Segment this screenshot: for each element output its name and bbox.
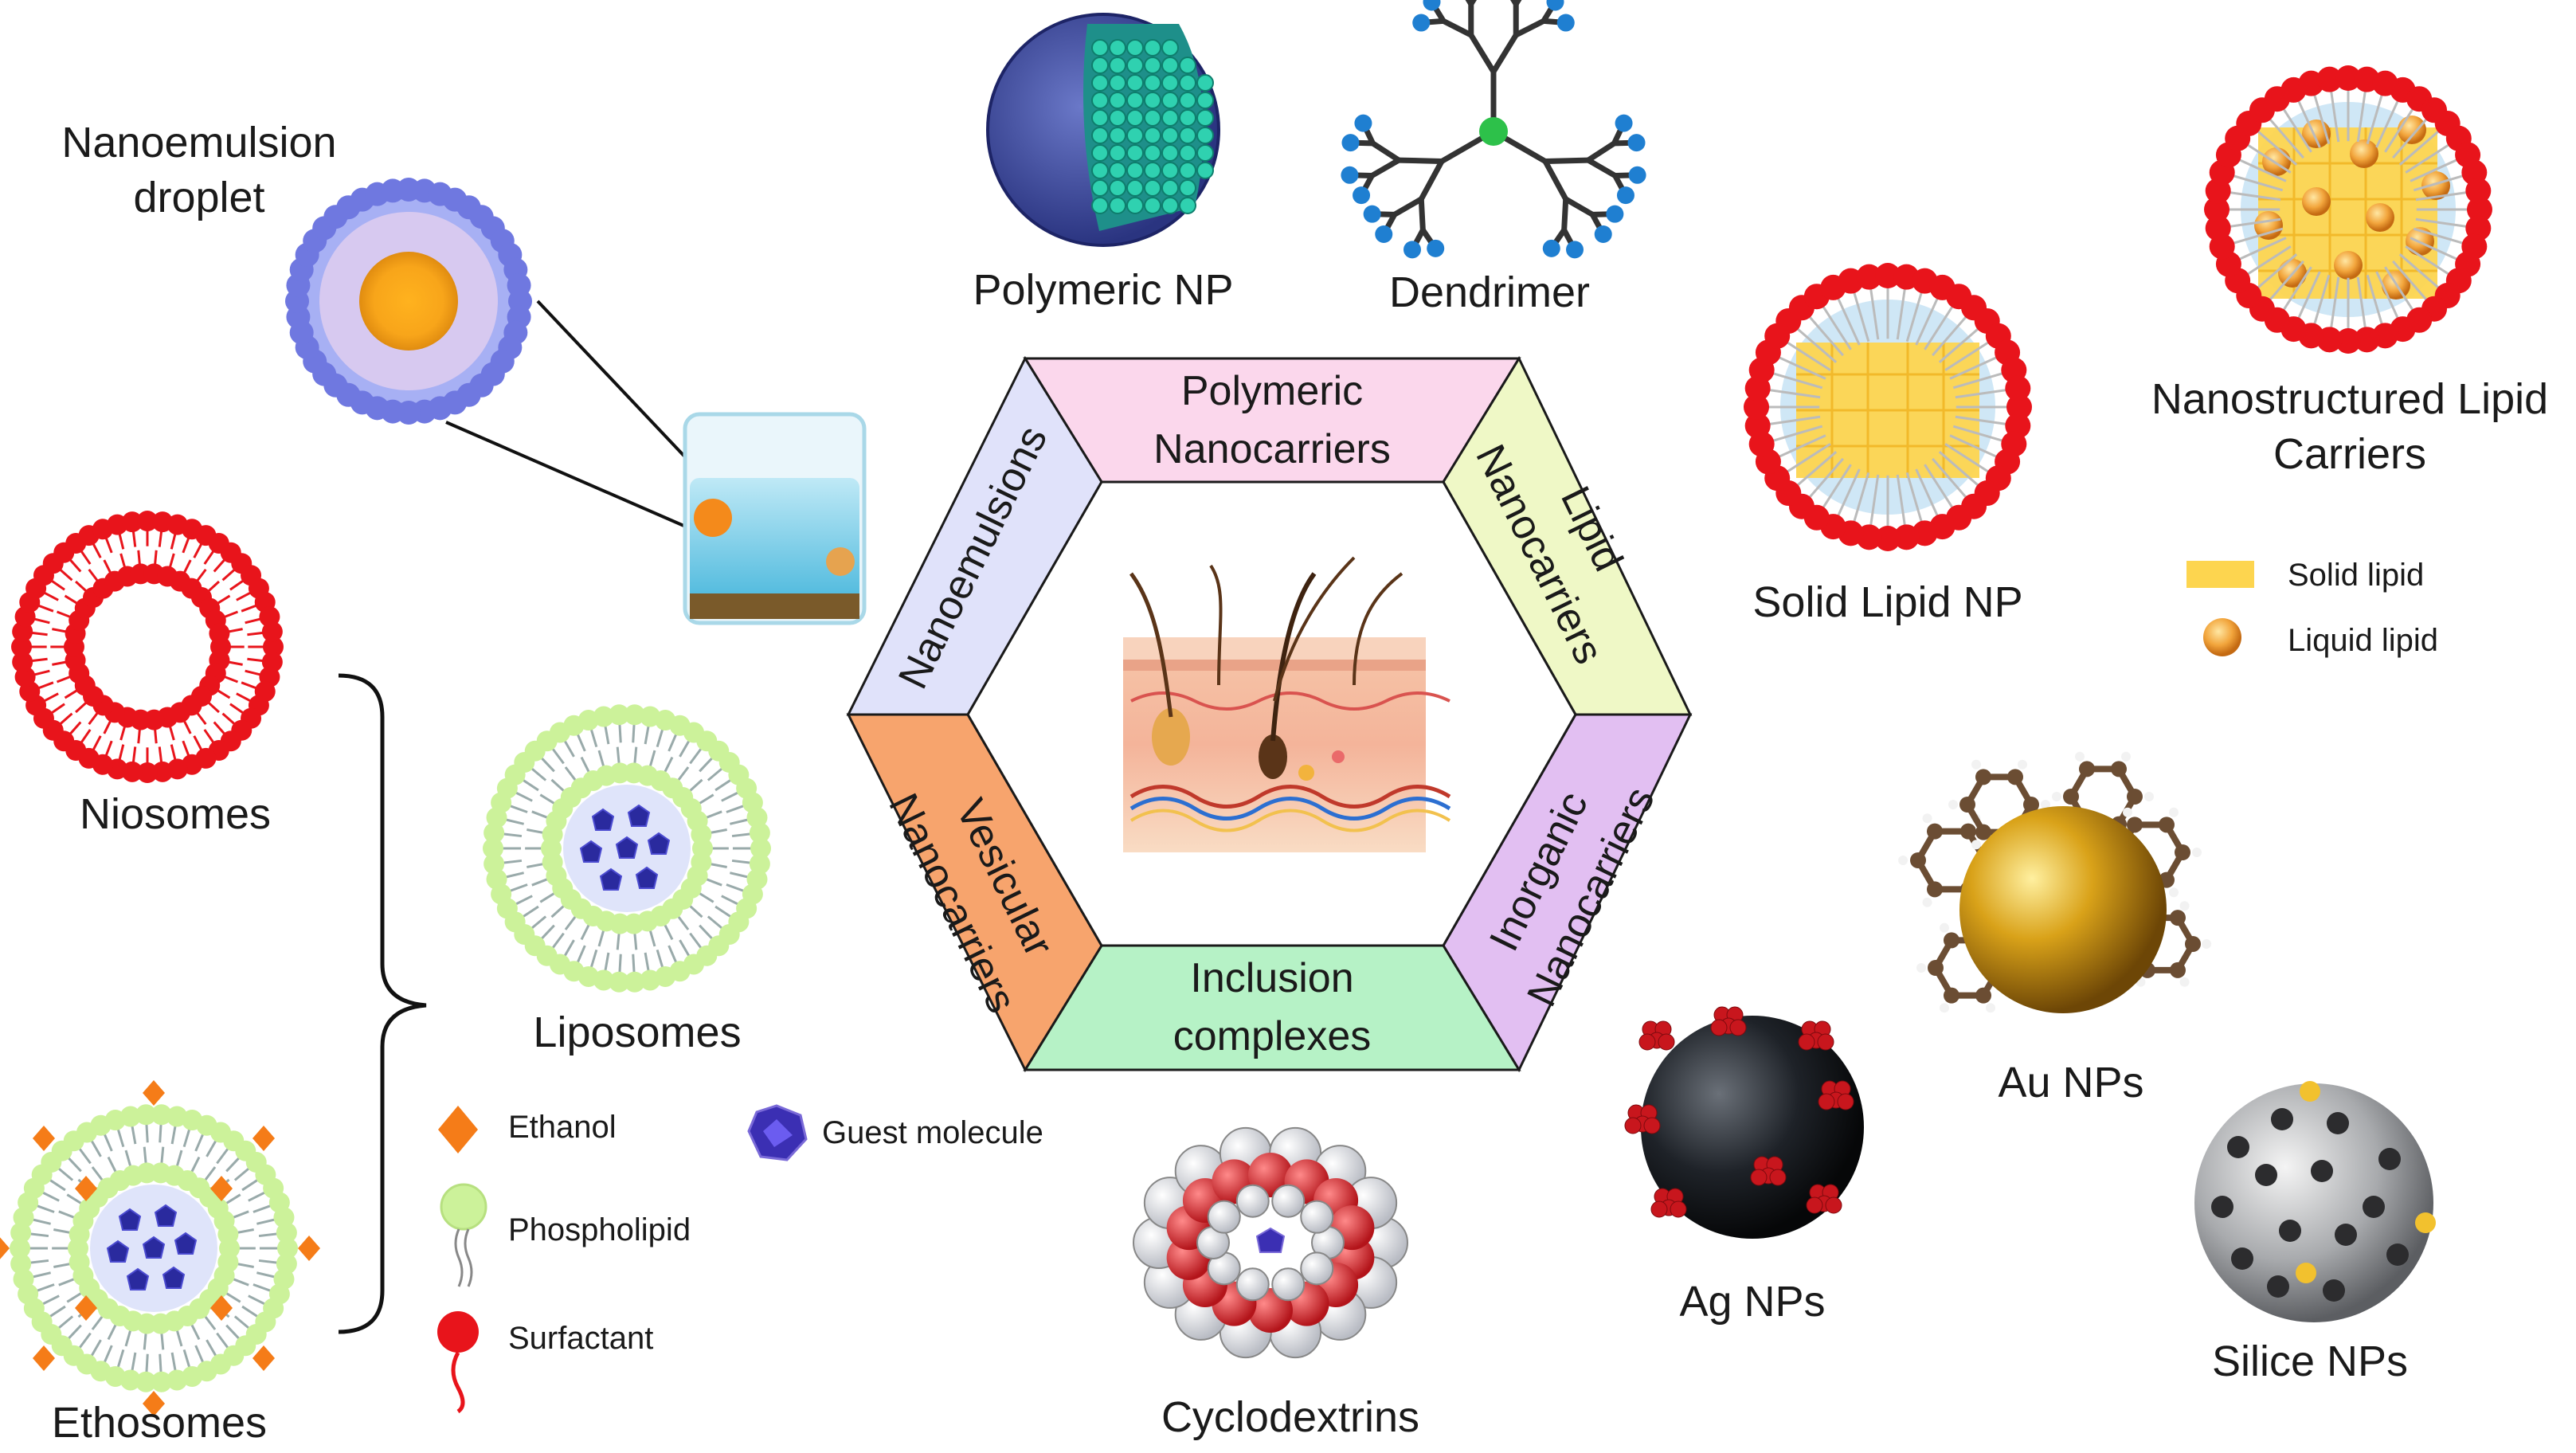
surfactant-legend-icon xyxy=(437,1311,479,1414)
liquid-lipid-legend-label: Liquid lipid xyxy=(2288,623,2439,658)
cyclodextrin-icon xyxy=(1133,1126,1408,1359)
silice-nps-label: Silice NPs xyxy=(2211,1337,2409,1385)
nlc-label-line1: Nanostructured Lipid xyxy=(2151,375,2549,423)
skin-cross-section-icon xyxy=(1123,556,1451,852)
nlc-label: Nanostructured Lipid Carriers xyxy=(2087,372,2576,482)
liposome-icon xyxy=(483,704,771,993)
au-nps-label: Au NPs xyxy=(1998,1059,2144,1106)
ag-nps-label: Ag NPs xyxy=(1679,1278,1826,1326)
ethanol-legend-label: Ethanol xyxy=(508,1110,617,1145)
segment-polymeric-line2: Nanocarriers xyxy=(1153,426,1391,472)
nanoemulsion-label-line2: droplet xyxy=(133,174,265,222)
beaker-icon xyxy=(683,412,867,625)
nlc-surfactant-ring xyxy=(2204,65,2492,354)
solid-lipid-legend-label: Solid lipid xyxy=(2288,558,2425,593)
ag-np-icon xyxy=(1641,1016,1864,1239)
polymeric-np-label: Polymeric NP xyxy=(973,266,1234,314)
nlc-liquid-droplets xyxy=(2254,116,2450,300)
guest-molecule-legend-label: Guest molecule xyxy=(822,1115,1043,1150)
segment-polymeric-line1: Polymeric xyxy=(1180,368,1364,415)
niosome-icon xyxy=(11,511,284,783)
liquid-lipid-legend-icon xyxy=(2203,618,2241,656)
solid-lipid-np-surfactant-ring xyxy=(1744,263,2032,551)
segment-inclusion-line2: complexes xyxy=(1173,1013,1372,1059)
liposomes-label: Liposomes xyxy=(533,1008,742,1056)
ethosomes-label: Ethosomes xyxy=(51,1399,268,1447)
ethanol-legend-icon xyxy=(438,1106,478,1153)
nanoemulsion-droplet-icon xyxy=(292,185,525,417)
ag-np-clusters xyxy=(1624,1006,1854,1218)
au-np-icon xyxy=(1959,806,2167,1013)
nanoemulsion-label-line1: Nanoemulsion xyxy=(61,119,337,166)
nlc-label-line2: Carriers xyxy=(2273,430,2426,479)
silica-np-pores xyxy=(2211,1081,2436,1302)
cyclodextrins-label: Cyclodextrins xyxy=(1161,1393,1420,1441)
surfactant-legend-label: Surfactant xyxy=(508,1321,654,1356)
segment-label-polymeric: Polymeric Nanocarriers xyxy=(1153,362,1391,479)
solid-lipid-np-label: Solid Lipid NP xyxy=(1752,578,2023,626)
nanoemulsion-droplet-label: Nanoemulsion droplet xyxy=(32,116,366,225)
bracket xyxy=(338,673,427,1334)
segment-label-inclusion: Inclusion complexes xyxy=(1173,950,1372,1066)
niosomes-label: Niosomes xyxy=(79,790,272,838)
silica-np-icon xyxy=(2194,1083,2433,1322)
polymeric-beads xyxy=(1091,39,1214,214)
phospholipid-legend-icon xyxy=(440,1183,487,1287)
solid-lipid-legend-icon xyxy=(2186,561,2254,588)
ethosome-icon xyxy=(0,1080,320,1416)
dendrimer-label: Dendrimer xyxy=(1388,268,1591,316)
dendrimer-icon xyxy=(1341,0,1646,259)
solid-lipid-np-icon xyxy=(1748,268,2027,546)
phospholipid-legend-label: Phospholipid xyxy=(508,1212,691,1247)
nanoemulsion-head-ring xyxy=(285,178,532,425)
guest-molecule-legend-icon xyxy=(747,1104,808,1161)
segment-inclusion-line1: Inclusion xyxy=(1190,955,1354,1002)
